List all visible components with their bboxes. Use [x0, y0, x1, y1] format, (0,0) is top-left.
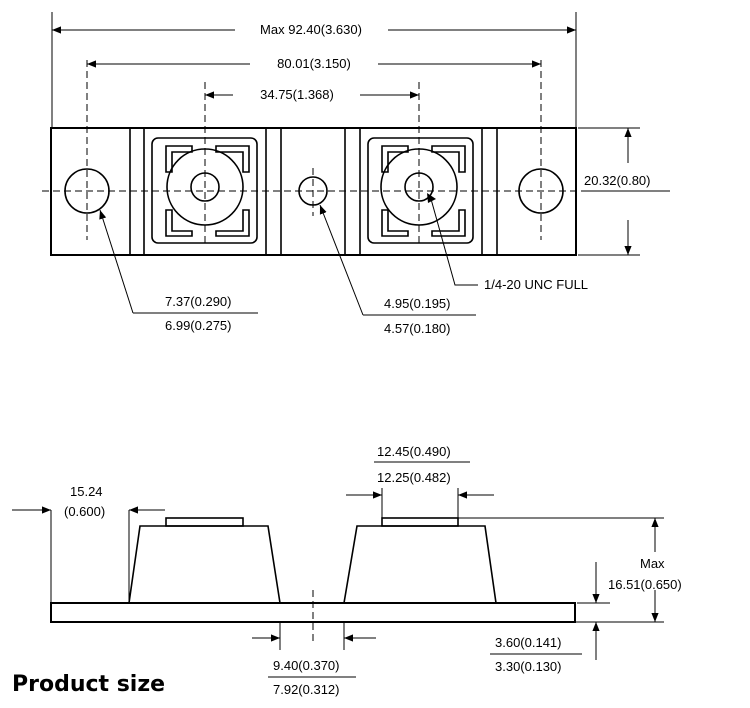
- overall-height-dimension: Max 16.51(0.650): [458, 517, 682, 623]
- center-hole-max-label: 4.95(0.195): [384, 296, 451, 311]
- height-dimension: 20.32(0.80): [578, 127, 670, 256]
- center-hole-callout: 4.95(0.195) 4.57(0.180): [319, 204, 476, 336]
- height-label: 20.32(0.80): [584, 173, 651, 188]
- terminal-spacing-dimension: 80.01(3.150): [87, 56, 541, 71]
- edge-offset-inch-label: (0.600): [64, 504, 105, 519]
- mount-hole-min-label: 6.99(0.275): [165, 318, 232, 333]
- right-mounting-hole: [518, 60, 564, 240]
- edge-offset-dimension: 15.24 (0.600): [12, 484, 165, 603]
- height-prefix-label: Max: [640, 556, 665, 571]
- center-hole-min-label: 4.57(0.180): [384, 321, 451, 336]
- gap-min-label: 7.92(0.312): [273, 682, 340, 697]
- edge-offset-value-label: 15.24: [70, 484, 103, 499]
- center-hole: [298, 168, 328, 216]
- top-view: Max 92.40(3.630) 80.01(3.150) 34.75(1.36…: [42, 12, 670, 336]
- pad-width-min-label: 12.25(0.482): [377, 470, 451, 485]
- right-terminal-profile: [343, 525, 497, 604]
- left-mounting-hole: [64, 60, 110, 240]
- base-thickness-max-label: 3.60(0.141): [495, 635, 562, 650]
- pad-width-max-label: 12.45(0.490): [377, 444, 451, 459]
- gap-max-label: 9.40(0.370): [273, 658, 340, 673]
- left-terminal: [151, 82, 258, 246]
- height-value-label: 16.51(0.650): [608, 577, 682, 592]
- base-thickness-dimension: 3.60(0.141) 3.30(0.130): [490, 562, 610, 674]
- pad-width-dimension: 12.45(0.490) 12.25(0.482): [346, 444, 494, 518]
- gap-dimension: 9.40(0.370) 7.92(0.312): [252, 622, 376, 697]
- mount-hole-callout: 7.37(0.290) 6.99(0.275): [99, 209, 258, 333]
- right-terminal: [367, 82, 474, 246]
- product-size-caption: Product size: [12, 672, 166, 697]
- base-thickness-min-label: 3.30(0.130): [495, 659, 562, 674]
- thread-note-callout: 1/4-20 UNC FULL: [427, 193, 588, 292]
- thread-note-label: 1/4-20 UNC FULL: [484, 277, 588, 292]
- stud-spacing-label: 34.75(1.368): [260, 87, 334, 102]
- overall-length-label: Max 92.40(3.630): [260, 22, 362, 37]
- terminal-spacing-label: 80.01(3.150): [277, 56, 351, 71]
- side-view: 15.24 (0.600) 12.45(0.490) 12.25(0.482) …: [12, 444, 682, 697]
- overall-length-dimension: Max 92.40(3.630): [52, 22, 576, 37]
- stud-spacing-dimension: 34.75(1.368): [205, 87, 419, 102]
- mount-hole-max-label: 7.37(0.290): [165, 294, 232, 309]
- left-terminal-profile: [128, 525, 281, 604]
